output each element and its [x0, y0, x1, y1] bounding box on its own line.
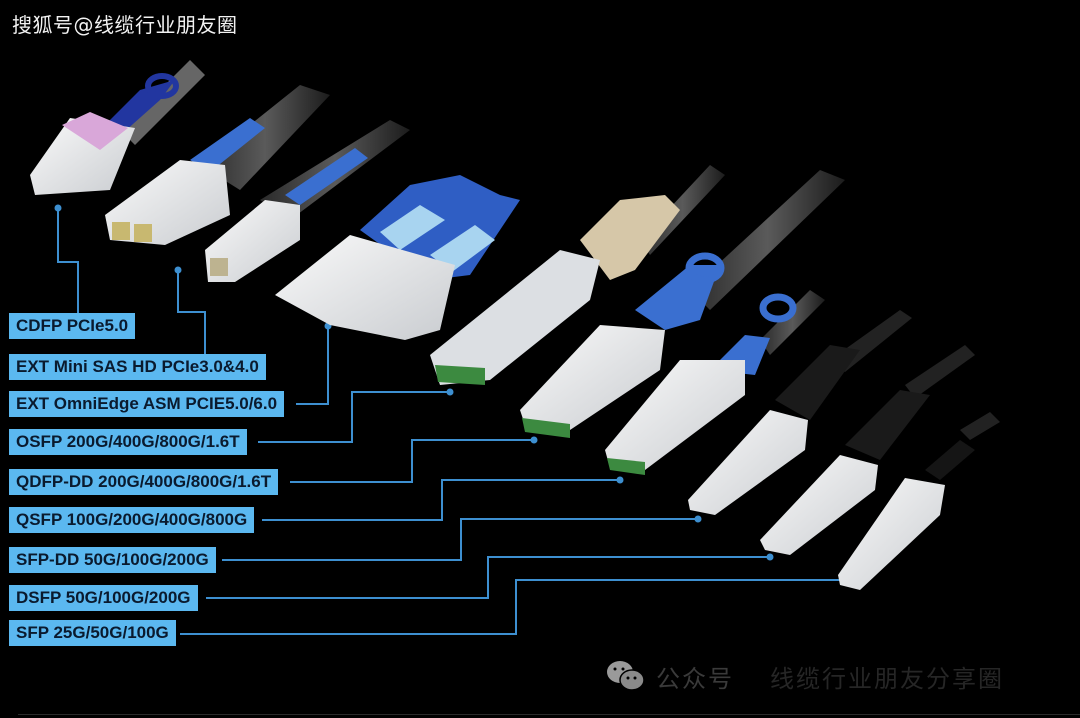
leader-cdfp — [57, 208, 79, 313]
label-qsfp: QSFP 100G/200G/400G/800G — [9, 507, 255, 533]
qdfp-dd-connector — [520, 170, 845, 438]
wechat-account-name: 线缆行业朋友分享圈 — [770, 664, 1004, 693]
label-sfp: SFP 25G/50G/100G — [9, 620, 176, 646]
qsfp-connector — [605, 290, 825, 475]
source-watermark: 搜狐号@线缆行业朋友圈 — [12, 13, 238, 37]
leader-omniedge — [296, 326, 329, 405]
leader-osfp — [258, 391, 450, 443]
leader-sfp — [180, 579, 849, 635]
label-qdfp-dd: QDFP-DD 200G/400G/800G/1.6T — [9, 469, 279, 495]
sfp-connector — [838, 412, 1000, 590]
wechat-icon — [607, 661, 645, 691]
wechat-account-prefix: 公众号 — [656, 664, 734, 693]
leader-sfp-dd — [222, 518, 698, 561]
osfp-connector — [430, 165, 725, 385]
leader-qdfp — [290, 439, 534, 483]
label-sfp-dd: SFP-DD 50G/100G/200G — [9, 547, 216, 573]
label-cdfp: CDFP PCIe5.0 — [9, 313, 136, 339]
leader-qsfp — [262, 479, 620, 521]
dsfp-connector — [760, 345, 975, 555]
omniedge-connector — [275, 175, 520, 340]
cdfp-connector — [30, 60, 205, 195]
wechat-watermark: 公众号 线缆行业朋友分享圈 — [604, 658, 1004, 694]
label-dsfp: DSFP 50G/100G/200G — [9, 585, 198, 611]
bottom-divider — [18, 714, 1080, 715]
leader-dsfp — [206, 556, 770, 599]
label-mini-sas-hd: EXT Mini SAS HD PCIe3.0&4.0 — [9, 354, 266, 380]
sfp-dd-connector — [688, 310, 912, 515]
leader-mini-sas — [177, 270, 206, 354]
mini-sas-hd-connector — [105, 85, 330, 245]
label-osfp: OSFP 200G/400G/800G/1.6T — [9, 429, 247, 455]
mini-sas-single-connector — [205, 120, 410, 282]
label-omniedge: EXT OmniEdge ASM PCIE5.0/6.0 — [9, 391, 285, 417]
